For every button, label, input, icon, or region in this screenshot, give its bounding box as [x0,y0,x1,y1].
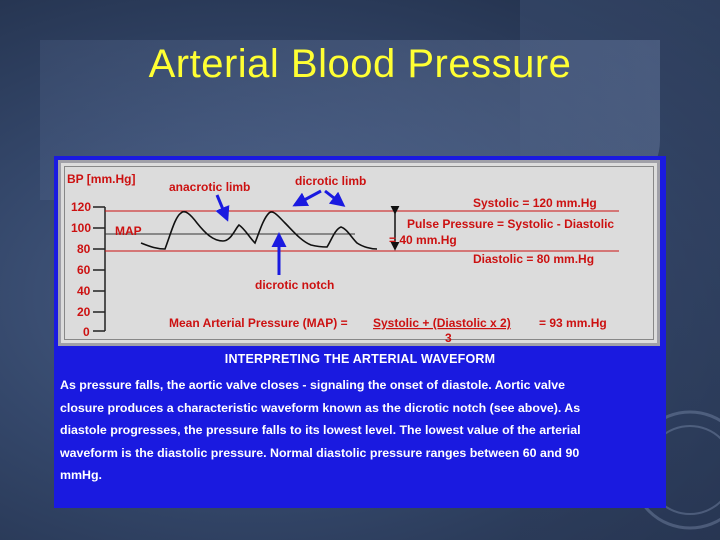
tick-label-20: 20 [77,305,91,319]
interpretation-line: mmHg. [60,468,102,483]
tick-label-60: 60 [77,263,91,277]
diagram-inner-frame [64,166,654,340]
map-label: MAP [115,224,142,238]
dicrotic-limb-arrow-left [292,189,322,207]
dicrotic-limb-label: dicrotic limb [295,174,366,188]
interpretation-line: diastole progresses, the pressure falls … [60,423,581,438]
interpretation-line: As pressure falls, the aortic valve clos… [60,378,565,392]
anacrotic-limb-label: anacrotic limb [169,180,250,194]
tick-label-0: 0 [83,325,90,339]
map-formula-numerator: Systolic + (Diastolic x 2) [373,316,511,330]
dicrotic-limb-arrow-right [324,189,346,207]
waveform-figure: BP [mm.Hg] 120 100 80 60 40 20 0 MAP [54,156,666,508]
arterial-waveform-trace [140,210,378,250]
systolic-label: Systolic = 120 mm.Hg [473,196,597,210]
waveform-diagram: BP [mm.Hg] 120 100 80 60 40 20 0 MAP [67,172,619,343]
interpretation-heading: INTERPRETING THE ARTERIAL WAVEFORM [224,352,496,366]
diastolic-label: Diastolic = 80 mm.Hg [473,252,594,266]
pulse-pressure-value: = 40 mm.Hg [389,233,457,247]
tick-label-100: 100 [71,221,91,235]
map-formula-prefix: Mean Arterial Pressure (MAP) = [169,316,348,330]
y-axis-label: BP [mm.Hg] [67,172,135,186]
pulse-pressure-label: Pulse Pressure = Systolic - Diastolic [407,217,614,231]
tick-label-40: 40 [77,284,91,298]
anacrotic-arrow [215,194,230,222]
map-formula-denominator: 3 [445,331,452,343]
tick-label-80: 80 [77,242,91,256]
diagram-panel: BP [mm.Hg] 120 100 80 60 40 20 0 MAP [58,160,660,346]
tick-label-120: 120 [71,200,91,214]
interpretation-line: closure produces a characteristic wavefo… [60,400,581,415]
dicrotic-notch-label: dicrotic notch [255,278,334,292]
interpretation-panel: INTERPRETING THE ARTERIAL WAVEFORM As pr… [54,348,666,508]
interpretation-body: As pressure falls, the aortic valve clos… [60,374,660,487]
slide-title: Arterial Blood Pressure [148,42,572,86]
map-formula-suffix: = 93 mm.Hg [539,316,607,330]
interpretation-line: waveform is the diastolic pressure. Norm… [60,445,580,460]
